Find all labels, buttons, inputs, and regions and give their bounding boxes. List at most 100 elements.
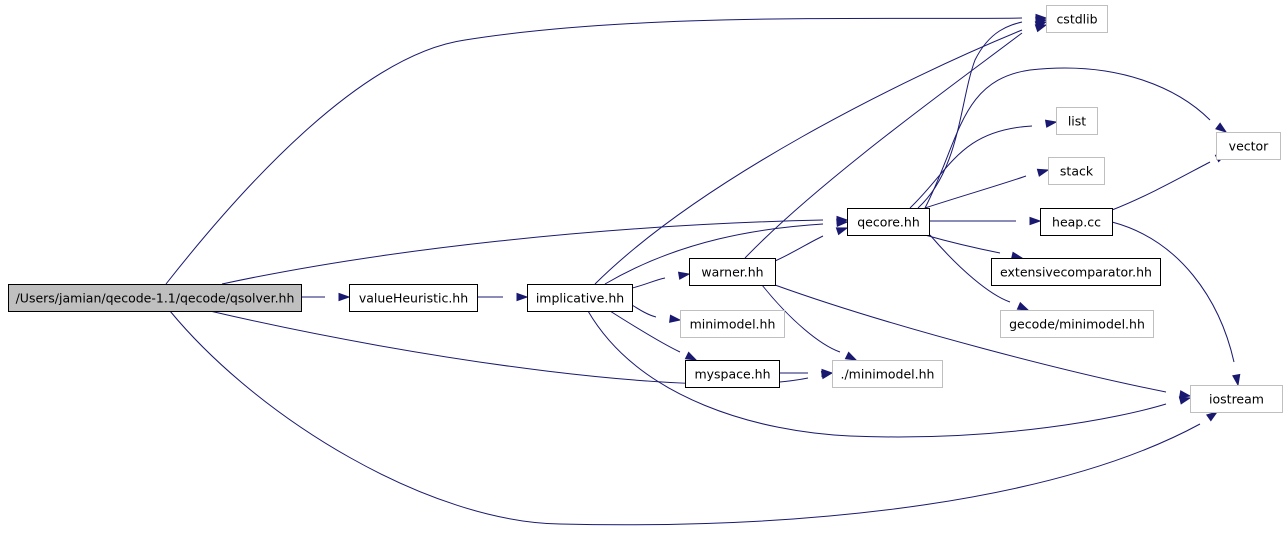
arrow-head bbox=[1178, 396, 1192, 405]
node-label: heap.cc bbox=[1052, 215, 1101, 230]
edge-line bbox=[1111, 221, 1235, 363]
edge-line bbox=[604, 223, 824, 285]
arrow-head bbox=[684, 351, 698, 361]
edge-warner-to-iostream bbox=[774, 284, 1192, 399]
node-extensivecomparator[interactable]: extensivecomparator.hh bbox=[991, 258, 1161, 286]
arrow-head bbox=[1232, 373, 1241, 387]
node-label: stack bbox=[1060, 164, 1094, 179]
node-label: iostream bbox=[1209, 392, 1264, 407]
node-qsolver[interactable]: /Users/jamian/qecode-1.1/qecode/qsolver.… bbox=[8, 284, 302, 312]
node-label: minimodel.hh bbox=[690, 317, 776, 332]
edge-line bbox=[587, 310, 1167, 438]
edge-qecore-to-vector bbox=[924, 67, 1228, 209]
arrow-head bbox=[1178, 390, 1192, 399]
edge-warner-to-qecore bbox=[774, 227, 849, 262]
edge-line bbox=[609, 310, 681, 353]
node-label: myspace.hh bbox=[694, 367, 770, 382]
edge-line bbox=[169, 310, 1201, 526]
node-box bbox=[832, 360, 943, 388]
node-box bbox=[1000, 310, 1154, 338]
edge-qecore-to-extensivecomparator bbox=[924, 234, 1024, 260]
edge-qecore-to-list bbox=[909, 119, 1058, 209]
node-iostream: iostream bbox=[1190, 385, 1283, 413]
node-box bbox=[8, 284, 302, 312]
node-warner[interactable]: warner.hh bbox=[689, 258, 776, 286]
node-box bbox=[685, 360, 780, 388]
edges-layer bbox=[165, 13, 1241, 526]
arrow-head bbox=[1205, 411, 1219, 422]
arrow-head bbox=[1035, 16, 1048, 26]
edge-line bbox=[774, 235, 824, 262]
edge-qecore-to-gecodeminimodel bbox=[929, 234, 1030, 311]
edge-heap-to-vector bbox=[1111, 153, 1228, 211]
edge-line bbox=[761, 284, 841, 353]
node-box bbox=[1056, 107, 1098, 135]
node-label: implicative.hh bbox=[536, 291, 624, 306]
node-valueHeuristic[interactable]: valueHeuristic.hh bbox=[349, 284, 478, 312]
node-label: qecore.hh bbox=[857, 215, 920, 230]
node-box bbox=[689, 258, 776, 286]
arrow-head bbox=[1029, 216, 1042, 226]
edge-valueHeuristic-to-implicative bbox=[477, 292, 529, 302]
edge-qecore-to-cstdlib bbox=[917, 16, 1048, 209]
node-box bbox=[1048, 157, 1105, 185]
node-box bbox=[1040, 208, 1113, 236]
arrow-head bbox=[821, 368, 834, 378]
node-box bbox=[991, 258, 1161, 286]
node-myspace[interactable]: myspace.hh bbox=[685, 360, 780, 388]
node-box bbox=[1190, 385, 1283, 413]
node-heap[interactable]: heap.cc bbox=[1040, 208, 1113, 236]
edge-line bbox=[917, 21, 1023, 209]
edge-line bbox=[221, 219, 824, 285]
edge-line bbox=[774, 284, 1167, 393]
node-label: ./minimodel.hh bbox=[841, 367, 935, 382]
edge-implicative-to-myspace bbox=[609, 310, 698, 361]
node-dotminimodel: ./minimodel.hh bbox=[832, 360, 943, 388]
node-implicative[interactable]: implicative.hh bbox=[527, 284, 633, 312]
node-label: cstdlib bbox=[1056, 12, 1097, 27]
arrow-head bbox=[338, 292, 351, 302]
node-label: /Users/jamian/qecode-1.1/qecode/qsolver.… bbox=[16, 291, 295, 306]
edge-qecore-to-heap bbox=[929, 216, 1042, 226]
edge-qsolver-to-cstdlib bbox=[165, 13, 1048, 285]
node-list: list bbox=[1056, 107, 1098, 135]
node-label: warner.hh bbox=[701, 265, 763, 280]
node-cstdlib: cstdlib bbox=[1046, 5, 1108, 33]
node-box bbox=[680, 310, 785, 338]
edge-qsolver-to-iostream bbox=[169, 310, 1219, 526]
arrow-head bbox=[669, 314, 682, 323]
edge-implicative-to-cstdlib bbox=[594, 21, 1048, 285]
node-box bbox=[1216, 132, 1281, 160]
edge-line bbox=[165, 17, 1023, 285]
node-label: vector bbox=[1229, 139, 1270, 154]
node-box bbox=[1046, 5, 1108, 33]
arrow-head bbox=[516, 292, 529, 302]
node-box bbox=[349, 284, 478, 312]
nodes-layer: /Users/jamian/qecode-1.1/qecode/qsolver.… bbox=[8, 5, 1283, 413]
edge-warner-to-dotminimodel bbox=[761, 284, 858, 361]
edge-implicative-to-minimodel bbox=[631, 304, 682, 323]
node-box bbox=[847, 208, 930, 236]
arrow-head bbox=[835, 227, 849, 236]
node-label: extensivecomparator.hh bbox=[1000, 265, 1152, 280]
edge-line bbox=[1111, 161, 1211, 211]
arrow-head bbox=[836, 218, 849, 228]
edge-implicative-to-warner bbox=[631, 271, 691, 289]
arrow-head bbox=[677, 271, 691, 280]
node-qecore[interactable]: qecore.hh bbox=[847, 208, 930, 236]
edge-line bbox=[594, 29, 1023, 285]
edge-line bbox=[929, 234, 1011, 303]
node-box bbox=[527, 284, 633, 312]
edge-myspace-to-dotminimodel bbox=[779, 368, 834, 378]
arrow-head bbox=[1036, 168, 1050, 177]
node-label: gecode/minimodel.hh bbox=[1009, 317, 1145, 332]
arrow-head bbox=[844, 351, 858, 361]
node-vector: vector bbox=[1216, 132, 1281, 160]
edge-line bbox=[631, 277, 666, 289]
edge-line bbox=[631, 304, 657, 318]
arrow-head bbox=[1215, 122, 1228, 133]
edge-warner-to-cstdlib bbox=[744, 24, 1048, 259]
node-stack: stack bbox=[1048, 157, 1105, 185]
edge-heap-to-iostream bbox=[1111, 221, 1241, 387]
